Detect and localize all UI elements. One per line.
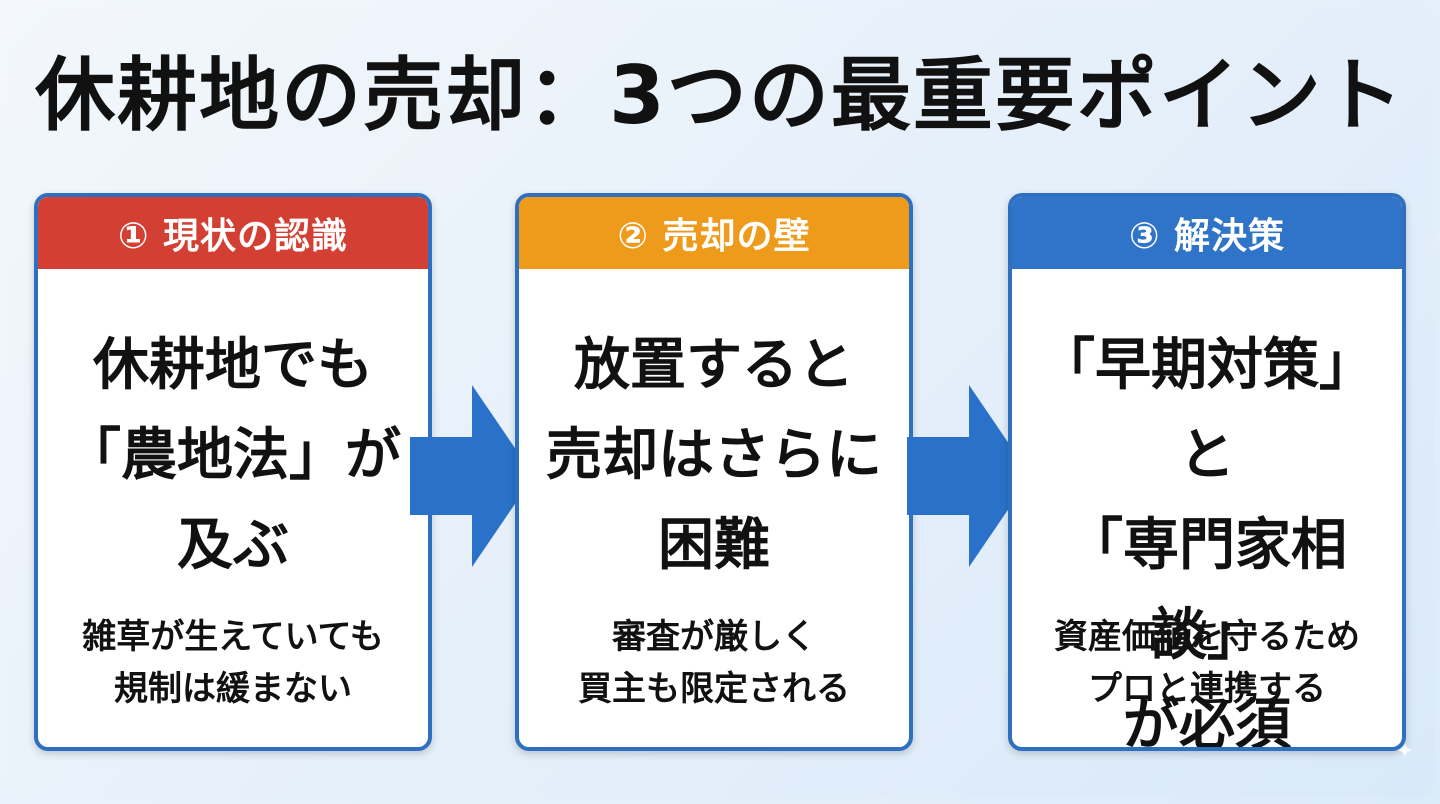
card-sub-text: 資産価値を守るため プロと連携する [1054,617,1360,709]
card-sub-text: 雑草が生えていても 規制は緩まない [82,617,384,709]
card-main-text: 放置すると 売却はさらに 困難 [546,333,882,578]
card-main-text: 休耕地でも 「農地法」が 及ぶ [65,333,401,578]
sparkle-icon: ✦ [1395,739,1414,764]
card-sale-barrier: ② 売却の壁 放置すると 売却はさらに 困難 審査が厳しく 買主も限定される [515,193,913,751]
card-header: ① 現状の認識 [38,197,428,269]
card-sub-text: 審査が厳しく 買主も限定される [578,617,850,709]
card-header: ③ 解決策 [1012,197,1402,269]
card-main-text: 「早期対策」と 「専門家相談」 が必須 [1039,333,1375,751]
card-header: ② 売却の壁 [519,197,909,269]
card-solution: ③ 解決策 「早期対策」と 「専門家相談」 が必須 資産価値を守るため プロと連… [1008,193,1406,751]
page-title: 休耕地の売却：3つの最重要ポイント [35,49,1405,142]
card-current-recognition: ① 現状の認識 休耕地でも 「農地法」が 及ぶ 雑草が生えていても 規制は緩まな… [34,193,432,751]
right-arrow-icon [410,385,534,567]
right-arrow-icon [907,385,1031,567]
